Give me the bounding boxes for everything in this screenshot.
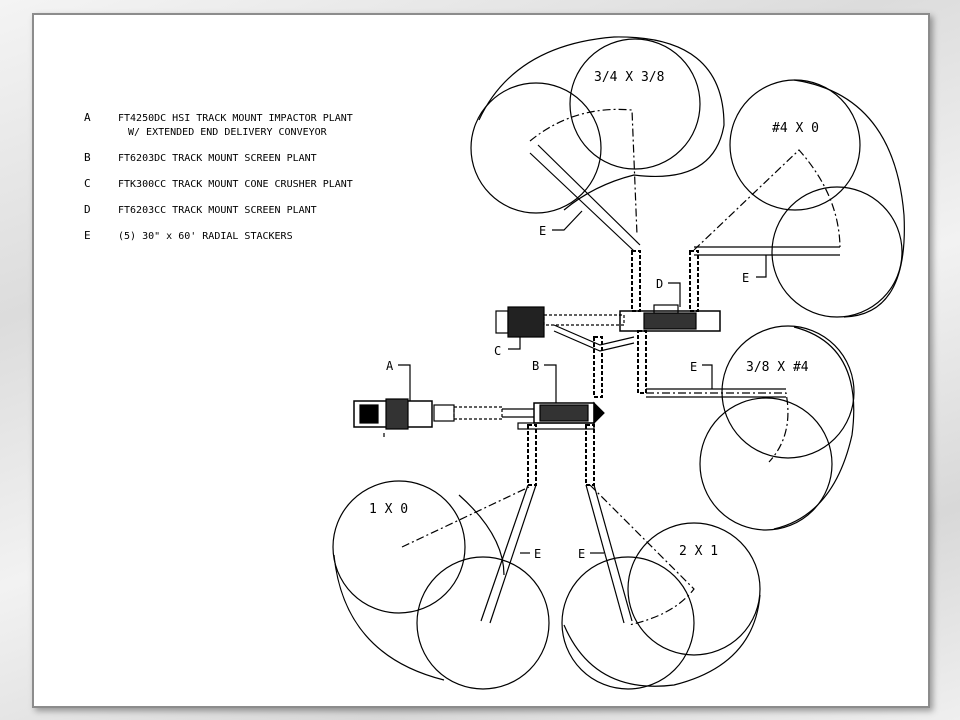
stockpile-bottom-left: 1 X 0 bbox=[332, 480, 550, 690]
pile-circle bbox=[416, 556, 550, 690]
stacker-conveyor bbox=[537, 144, 641, 246]
callout-leader-b bbox=[544, 364, 557, 403]
stacker-swing-arc bbox=[401, 486, 530, 548]
pile-circle bbox=[569, 38, 701, 170]
plant-detail bbox=[653, 304, 679, 314]
pile-envelope bbox=[773, 326, 855, 530]
plant-equipment bbox=[353, 250, 721, 486]
stockpile-right: 3/8 X #4 bbox=[646, 325, 855, 531]
stacker-conveyor bbox=[480, 484, 529, 622]
legend-text-b: FT6203DC TRACK MOUNT SCREEN PLANT bbox=[118, 153, 317, 164]
conveyor-hatched bbox=[585, 424, 595, 486]
stacker-swing-arc bbox=[589, 484, 695, 626]
legend-text-e: (5) 30" x 60' RADIAL STACKERS bbox=[118, 231, 293, 242]
stacker-conveyor bbox=[585, 484, 625, 624]
pile-circle bbox=[699, 397, 833, 531]
legend-letter-c: C bbox=[84, 177, 91, 190]
legend-letter-e: E bbox=[84, 229, 91, 242]
legend-letter-b: B bbox=[84, 151, 91, 164]
callout-e-bottom-right: E bbox=[578, 547, 585, 561]
pile-circle bbox=[561, 556, 695, 690]
plant-body bbox=[619, 310, 721, 332]
conveyor-hatched bbox=[689, 250, 699, 312]
callouts: A B C D E E E E E bbox=[386, 210, 767, 561]
legend-letter-a: A bbox=[84, 111, 91, 124]
callout-e-top: E bbox=[539, 224, 546, 238]
plant-a-impactor bbox=[353, 398, 534, 437]
legend-text-c: FTK300CC TRACK MOUNT CONE CRUSHER PLANT bbox=[118, 179, 353, 190]
callout-e-upper-right: E bbox=[742, 271, 749, 285]
callout-leader-e-upper-right bbox=[756, 255, 767, 278]
plant-c-cone-crusher bbox=[495, 306, 635, 398]
plant-detail bbox=[359, 404, 379, 424]
pile-circle bbox=[721, 325, 855, 459]
pile-label-top: 3/4 X 3/8 bbox=[594, 70, 664, 85]
pile-envelope bbox=[563, 594, 761, 687]
callout-leader-e-top bbox=[552, 210, 583, 231]
conveyor-hatched bbox=[453, 406, 503, 420]
legend: A FT4250DC HSI TRACK MOUNT IMPACTOR PLAN… bbox=[84, 111, 353, 242]
pile-envelope bbox=[333, 554, 445, 681]
pile-circle bbox=[771, 186, 903, 318]
legend-text-a-2: W/ EXTENDED END DELIVERY CONVEYOR bbox=[128, 127, 328, 138]
plant-d-screen bbox=[619, 304, 721, 332]
stacker-conveyor bbox=[489, 484, 537, 624]
stockpile-top: 3/4 X 3/8 bbox=[470, 36, 725, 252]
legend-text-d: FT6203CC TRACK MOUNT SCREEN PLANT bbox=[118, 205, 317, 216]
callout-a: A bbox=[386, 359, 394, 373]
conveyor-hatched bbox=[527, 424, 537, 486]
callout-leader-e-right bbox=[702, 364, 713, 389]
pile-envelope bbox=[458, 494, 505, 576]
callout-b: B bbox=[532, 359, 539, 373]
conveyor-hatched bbox=[631, 250, 641, 312]
plant-body bbox=[495, 310, 509, 334]
plant-b-screen bbox=[517, 401, 605, 430]
stacker-conveyor bbox=[593, 484, 633, 622]
plant-detail bbox=[643, 312, 697, 330]
callout-e-right: E bbox=[690, 360, 697, 374]
legend-text-a-1: FT4250DC HSI TRACK MOUNT IMPACTOR PLANT bbox=[118, 113, 353, 124]
pile-label-upper-right: #4 X 0 bbox=[772, 121, 819, 136]
stockpile-upper-right: #4 X 0 bbox=[693, 79, 905, 318]
conveyor-hatched bbox=[593, 336, 603, 398]
callout-e-bottom-left: E bbox=[534, 547, 541, 561]
plant-detail bbox=[593, 401, 605, 425]
pile-circle bbox=[729, 79, 861, 211]
pile-circle bbox=[332, 480, 466, 614]
drawing-sheet: A FT4250DC HSI TRACK MOUNT IMPACTOR PLAN… bbox=[32, 13, 930, 708]
stacker-swing-arc bbox=[646, 392, 789, 463]
stacker-swing-arc bbox=[529, 108, 638, 236]
callout-leader-c bbox=[508, 337, 521, 350]
pile-envelope bbox=[478, 36, 725, 211]
stockpile-bottom-right: 2 X 1 bbox=[561, 484, 761, 690]
conveyor bbox=[553, 330, 635, 352]
plant-detail bbox=[539, 404, 589, 422]
pile-label-bottom-right: 2 X 1 bbox=[679, 544, 718, 559]
plant-detail bbox=[385, 398, 409, 430]
callout-c: C bbox=[494, 344, 501, 358]
callout-leader-d bbox=[668, 282, 681, 307]
pile-circle bbox=[470, 82, 602, 214]
pile-label-bottom-left: 1 X 0 bbox=[369, 502, 408, 517]
plant-layout-drawing: A FT4250DC HSI TRACK MOUNT IMPACTOR PLAN… bbox=[84, 36, 905, 690]
pile-circle bbox=[627, 522, 761, 656]
pile-envelope bbox=[793, 79, 905, 318]
callout-d: D bbox=[656, 277, 663, 291]
conveyor-hatched bbox=[543, 314, 625, 326]
legend-letter-d: D bbox=[84, 203, 91, 216]
conveyor-hatched bbox=[637, 330, 647, 394]
conveyor bbox=[553, 324, 635, 346]
plant-detail bbox=[433, 404, 455, 422]
pile-label-right: 3/8 X #4 bbox=[746, 360, 809, 375]
stacker-swing-arc bbox=[693, 149, 841, 251]
plant-detail bbox=[507, 306, 545, 338]
callout-leader-a bbox=[398, 364, 411, 401]
stacker-conveyor bbox=[529, 152, 635, 252]
